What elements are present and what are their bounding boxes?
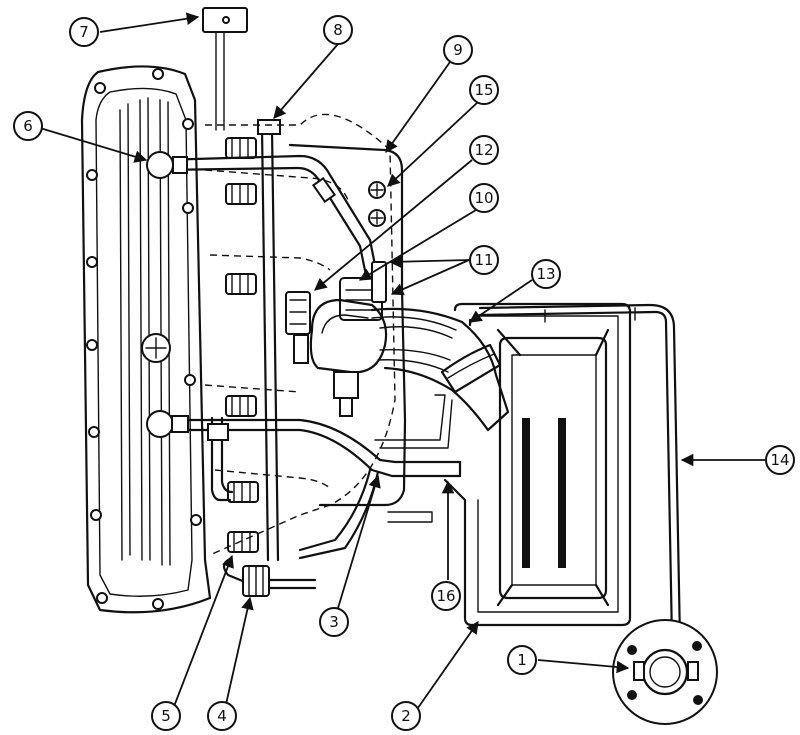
callout-4: 4 (207, 701, 237, 731)
fuel-rail (257, 119, 281, 562)
callout-label: 6 (23, 117, 33, 135)
callout-label: 16 (436, 587, 455, 605)
callout-label: 2 (401, 707, 411, 725)
callout-8: 8 (323, 15, 353, 45)
callout-3: 3 (319, 607, 349, 637)
air-cleaner-housing (443, 302, 632, 627)
throttle-body (285, 261, 388, 417)
callout-7: 7 (69, 17, 99, 47)
fuel-filler-tank (202, 7, 248, 131)
intake-manifold (204, 113, 396, 556)
callout-label: 10 (474, 189, 493, 207)
callout-5: 5 (151, 701, 181, 731)
callout-label: 12 (474, 141, 493, 159)
callout-label: 7 (79, 23, 89, 41)
callout-label: 3 (329, 613, 339, 631)
valve-cover (80, 65, 212, 614)
callout-10: 10 (469, 183, 499, 213)
callout-1: 1 (507, 645, 537, 675)
fuel-lines-lower (146, 394, 462, 560)
callout-12: 12 (469, 135, 499, 165)
injector (225, 395, 257, 417)
callout-15: 15 (469, 75, 499, 105)
callout-label: 11 (474, 251, 493, 269)
callout-leaders (39, 12, 765, 726)
injector (227, 531, 259, 553)
injectors (225, 137, 259, 553)
injector (225, 183, 257, 205)
callout-2: 2 (391, 701, 421, 731)
callout-label: 5 (161, 707, 171, 725)
injector (225, 273, 257, 295)
callout-16: 16 (431, 581, 461, 611)
callout-label: 9 (453, 41, 463, 59)
injector (225, 137, 257, 159)
callout-label: 14 (770, 451, 789, 469)
callout-label: 8 (333, 21, 343, 39)
callout-9: 9 (443, 35, 473, 65)
callout-13: 13 (531, 259, 561, 289)
pressure-regulator (207, 416, 317, 597)
fuel-pump (612, 619, 718, 725)
callout-label: 15 (474, 81, 493, 99)
callout-11: 11 (469, 245, 499, 275)
callout-14: 14 (765, 445, 795, 475)
callout-label: 4 (217, 707, 227, 725)
callout-label: 13 (536, 265, 555, 283)
fuel-lines-upper (146, 151, 382, 297)
callout-label: 1 (517, 651, 527, 669)
callout-6: 6 (13, 111, 43, 141)
